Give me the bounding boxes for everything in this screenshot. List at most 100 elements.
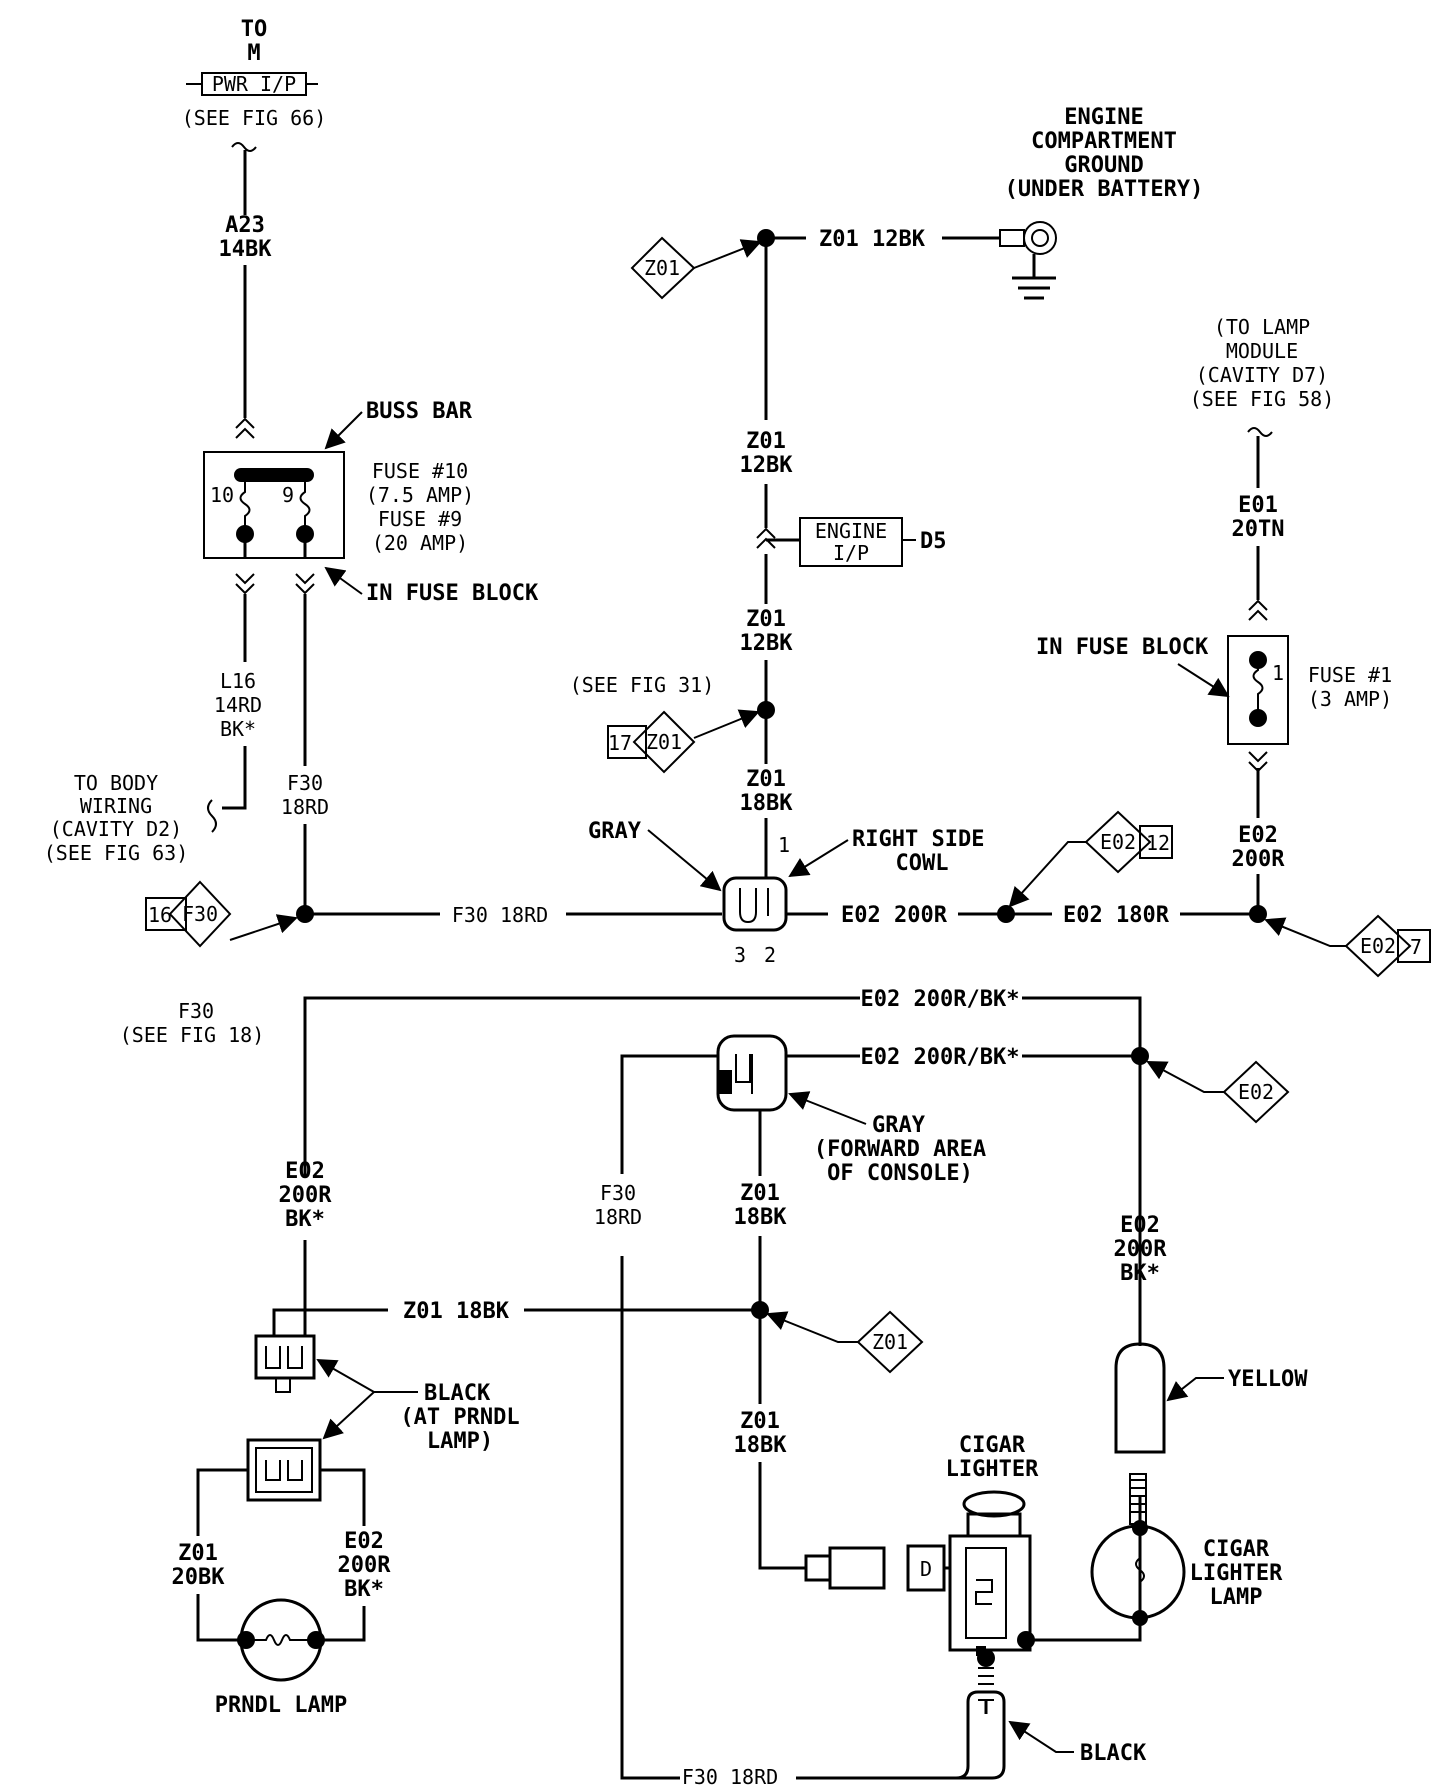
to-lamp-label-1: (TO LAMP: [1214, 315, 1310, 339]
e02-bk-section: E02 200R/BK* E02 200R/BK* E02 GRAY (FORW…: [279, 987, 1290, 1786]
z01-to-lighter-wire: [758, 1462, 806, 1570]
fuse-9-label: FUSE #9: [378, 507, 462, 531]
d5-label: D5: [920, 529, 947, 554]
e02-prndl-label-2: 200R: [338, 1553, 392, 1578]
e02-bk-top-wire: [303, 996, 860, 1176]
z01-v1-label: Z01: [746, 429, 786, 454]
cigar-lamp-label-3: LAMP: [1210, 1585, 1263, 1610]
connector-chevron: [1248, 599, 1268, 621]
engine-ip-connector: ENGINE I/P D5: [799, 517, 947, 567]
fuse-block-left: [203, 451, 345, 559]
e02-vertical-label: E02: [1238, 823, 1278, 848]
to-body-label-4: (SEE FIG 63): [44, 841, 189, 865]
z01-splice-ref-17: 17 Z01: [607, 709, 760, 774]
f30-vertical-gauge: 18RD: [281, 795, 329, 819]
yellow-connector: [1114, 1342, 1166, 1454]
e02-180r-label: E02 180R: [1063, 903, 1170, 928]
z01-tag-label: Z01: [644, 256, 680, 280]
f30-horizontal-label: F30 18RD: [452, 903, 548, 927]
z01-top-wire-label: Z01 12BK: [819, 227, 926, 252]
z01-ref-tag: Z01: [646, 730, 682, 754]
e02-right-label-2: 200R: [1114, 1237, 1168, 1262]
l16-label: L16: [220, 669, 256, 693]
to-lamp-label-3: (CAVITY D7): [1196, 363, 1328, 387]
z01-18bk-wire: [272, 1308, 388, 1336]
f30-splice-ref-16: 16 F30: [145, 880, 298, 948]
ground-eyelet: [999, 221, 1057, 300]
connector-d-label: D: [920, 1557, 932, 1581]
e02-prndl-wire: [320, 1468, 366, 1526]
z01-low-label-2: 18BK: [734, 1433, 788, 1458]
cigar-lighter-label-1: CIGAR: [959, 1433, 1026, 1458]
f30-mid-wire: [620, 1054, 718, 1174]
to-lamp-label-4: (SEE FIG 58): [1190, 387, 1335, 411]
cigar-lighter-lamp: [1090, 1473, 1186, 1626]
engine-ground-label-3: GROUND: [1064, 153, 1143, 178]
cigar-lighter-body: [948, 1490, 1032, 1656]
f30-bottom-wire: [620, 1256, 680, 1780]
to-body-label-3: (CAVITY D2): [50, 817, 182, 841]
f30-ref-number: 16: [148, 903, 172, 927]
gray-mid-label-3: OF CONSOLE): [827, 1161, 973, 1186]
lighter-screw-thread: [978, 1667, 994, 1701]
fuse-number-10: 10: [210, 483, 234, 507]
black-prndl-label-1: BLACK: [424, 1381, 491, 1406]
fuse-1-symbol: [1252, 660, 1264, 714]
to-body-label-2: WIRING: [80, 794, 152, 818]
f30-see-label-1: F30: [178, 999, 214, 1023]
e02-section: E02 200R E02 12 E02 180R (TO LAMP MODULE…: [786, 315, 1431, 978]
z01-ref-tag-top: Z01: [630, 236, 762, 300]
l16-bk-label: BK*: [220, 717, 256, 741]
e02-bk-mid-label: E02 200R/BK*: [861, 1045, 1020, 1070]
z01-mid-label-1: Z01: [740, 1181, 780, 1206]
e02-mid-tag: E02: [1238, 1080, 1274, 1104]
z01-v3-label: Z01: [746, 767, 786, 792]
z01-20bk-label-2: 20BK: [172, 1565, 226, 1590]
z01-20bk-label-1: Z01: [178, 1541, 218, 1566]
e02-ref-tag: E02: [1360, 934, 1396, 958]
gray-console-connector: [716, 1034, 788, 1112]
f30-bottom-label: F30 18RD: [682, 1765, 778, 1786]
e02-splice-ref-12: E02 12: [1008, 810, 1173, 908]
buss-bar: [234, 468, 314, 482]
e02-ref-number: 12: [1146, 831, 1170, 855]
l16-wire: [222, 746, 247, 810]
e01-label: E01: [1238, 493, 1278, 518]
e02-200r-label: E02 200R: [841, 903, 948, 928]
cigar-lamp-label-2: LIGHTER: [1190, 1561, 1283, 1586]
e02-left-label-2: 200R: [279, 1183, 333, 1208]
wire-break-right: [1247, 427, 1273, 437]
f30-mid-label-2: 18RD: [594, 1205, 642, 1229]
cigar-lighter-section: Z01 18BK D CIGAR LIGHTER: [734, 1310, 1308, 1780]
engine-ground-label-1: ENGINE: [1064, 105, 1143, 130]
to-m-label-1: TO: [241, 17, 268, 42]
buss-bar-label: BUSS BAR: [366, 399, 473, 424]
see-fig-66-label: (SEE FIG 66): [182, 106, 327, 130]
prndl-section: Z01 18BK Z01 BLACK (AT PRNDL LAMP) Z01 2…: [172, 1299, 924, 1718]
z01-low-label-1: Z01: [740, 1409, 780, 1434]
engine-ip-label-1: ENGINE: [815, 519, 887, 543]
wire-break-top: [231, 142, 257, 152]
z01-v2-label: Z01: [746, 607, 786, 632]
e02-ref-tag-mid: E02: [1146, 1060, 1290, 1124]
e02-ref-number: 7: [1410, 935, 1422, 959]
engine-ground-label-2: COMPARTMENT: [1031, 129, 1177, 154]
to-lamp-label-2: MODULE: [1226, 339, 1298, 363]
gray-mid-label-1: GRAY: [872, 1113, 926, 1138]
pwr-ip-section: TO M PWR I/P (SEE FIG 66) A23 14BK 10 9 …: [44, 17, 722, 1047]
e02-bk-top-label: E02 200R/BK*: [861, 987, 1020, 1012]
l16-gauge-label: 14RD: [214, 693, 262, 717]
to-m-label-2: M: [247, 41, 260, 66]
e02-splice-ref-7: E02 7: [1264, 914, 1431, 978]
in-fuse-block-left-label: IN FUSE BLOCK: [366, 581, 539, 606]
cigar-lamp-label-1: CIGAR: [1203, 1537, 1270, 1562]
e02-prndl-label-1: E02: [344, 1529, 384, 1554]
fuse-number-9: 9: [282, 483, 294, 507]
gray-mid-label-2: (FORWARD AREA: [814, 1137, 986, 1162]
see-fig-31-label: (SEE FIG 31): [570, 673, 715, 697]
fuse-10-label: FUSE #10: [372, 459, 468, 483]
pwr-ip-connector: PWR I/P: [186, 72, 318, 96]
fuse-1-label: FUSE #1: [1308, 663, 1392, 687]
black-prndl-connector-upper: [254, 1334, 316, 1393]
